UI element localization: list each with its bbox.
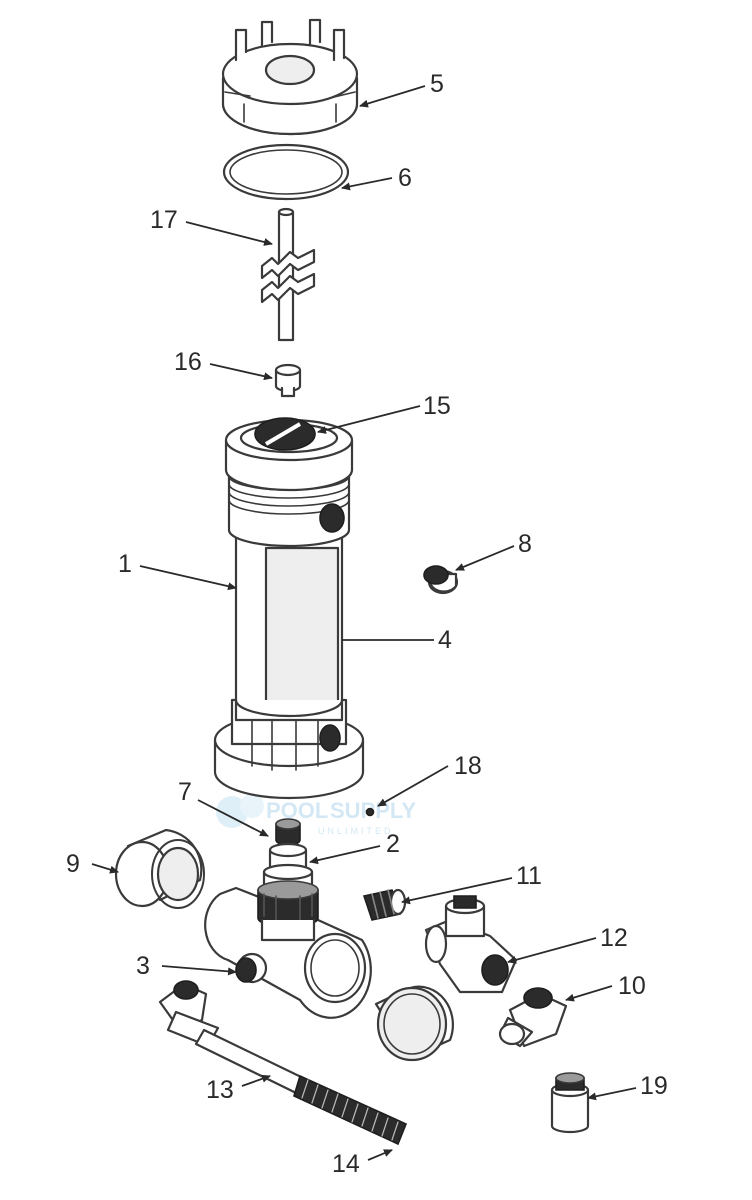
- callout-6: 6: [398, 164, 412, 192]
- part-19-fitting: [550, 1072, 590, 1134]
- leader-18: [377, 765, 449, 807]
- leader-8: [455, 545, 515, 571]
- watermark-logo: POOL SUPPLY UNLIMITED: [216, 794, 416, 836]
- leader-1: [139, 565, 237, 591]
- callout-1: 1: [118, 550, 132, 578]
- leader-lines: [91, 85, 637, 1161]
- callout-13: 13: [206, 1076, 234, 1104]
- part-7-adapter: [275, 818, 301, 846]
- part-16-fitting: [274, 363, 302, 398]
- leader-14: [367, 1149, 393, 1161]
- leader-13: [241, 1074, 271, 1087]
- callout-15: 15: [423, 392, 451, 420]
- leader-12: [507, 937, 597, 964]
- part-tee-fitting: [204, 880, 372, 1019]
- part-17-tube: [260, 207, 316, 342]
- part-11-nipple: [362, 888, 407, 921]
- callout-10: 10: [618, 972, 646, 1000]
- callout-5: 5: [430, 70, 444, 98]
- watermark-name: POOL: [266, 798, 328, 823]
- part-3-plug: [235, 952, 268, 984]
- part-1-body: [213, 418, 365, 800]
- leader-17: [185, 221, 273, 246]
- callout-14: 14: [332, 1150, 360, 1178]
- leader-6: [341, 177, 393, 191]
- part-18-screw: [365, 807, 375, 817]
- callout-18: 18: [454, 752, 482, 780]
- callout-16: 16: [174, 348, 202, 376]
- leader-2: [309, 845, 381, 865]
- callout-9: 9: [66, 850, 80, 878]
- callout-19: 19: [640, 1072, 668, 1100]
- part-12-valve: [424, 895, 518, 994]
- leader-19: [587, 1087, 637, 1101]
- part-10-elbow: [498, 987, 568, 1048]
- callout-labels: 5 6 17 16 15 8 1 4 18 7 2 9 11 12 3 10 1…: [66, 70, 668, 1178]
- part-5-lid: [221, 18, 359, 136]
- leader-9: [91, 863, 119, 874]
- part-8-plug: [423, 565, 459, 595]
- leader-5: [359, 85, 426, 108]
- callout-3: 3: [136, 952, 150, 980]
- part-coupling-lower: [374, 985, 454, 1062]
- callout-2: 2: [386, 830, 400, 858]
- part-9-coupling: [114, 828, 205, 909]
- callout-12: 12: [600, 924, 628, 952]
- callout-11: 11: [516, 862, 542, 890]
- leader-3: [161, 965, 237, 976]
- leader-7: [197, 799, 269, 837]
- leader-11: [401, 877, 513, 905]
- leader-10: [565, 985, 613, 1002]
- part-15-cap-knob: [254, 417, 316, 451]
- callout-7: 7: [178, 778, 192, 806]
- leader-16: [209, 363, 273, 381]
- part-14-coil: [293, 1074, 408, 1146]
- watermark-tagline: UNLIMITED: [318, 826, 394, 836]
- leader-15: [317, 405, 421, 434]
- callout-17: 17: [150, 206, 178, 234]
- callout-4: 4: [438, 626, 452, 654]
- callout-8: 8: [518, 530, 532, 558]
- part-6-o-ring: [222, 143, 350, 201]
